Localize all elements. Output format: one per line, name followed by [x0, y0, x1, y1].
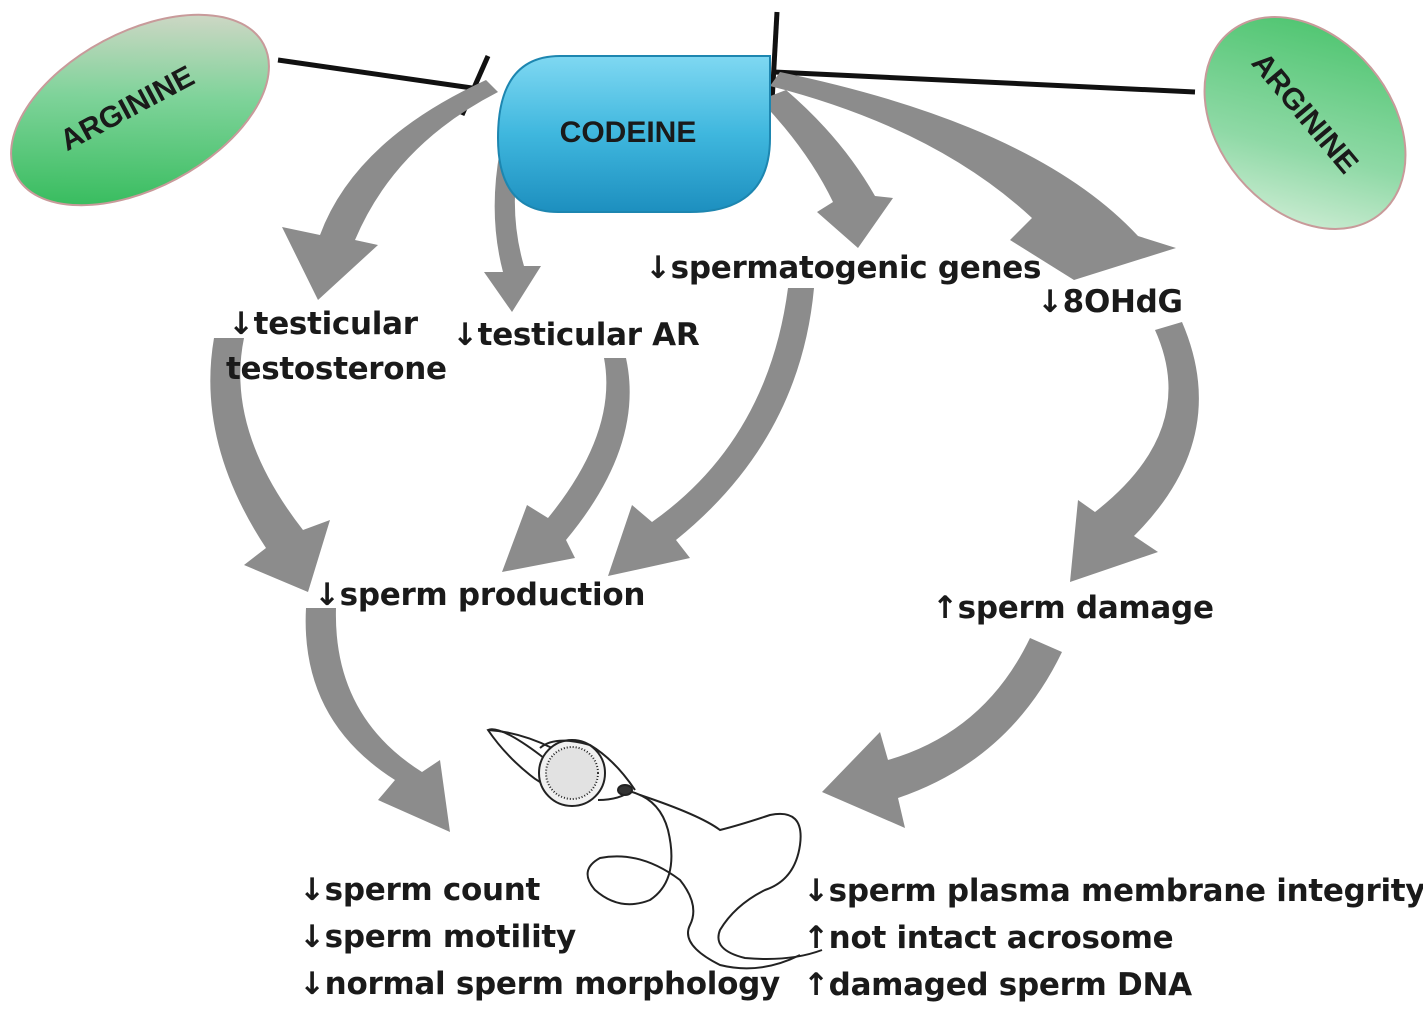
- arrow-ar-to-production: [502, 358, 630, 572]
- arrow-codeine-to-genes: [760, 90, 893, 248]
- arrow-genes-to-production: [608, 288, 814, 576]
- outcome-right-2: ↑not intact acrosome: [803, 920, 1174, 956]
- arrow-testosterone-to-production: [210, 338, 330, 592]
- label-sperm-production: ↓sperm production: [314, 577, 646, 613]
- outcome-left-3: ↓normal sperm morphology: [299, 966, 780, 1002]
- label-spermatogenic-genes: ↓spermatogenic genes: [645, 250, 1042, 286]
- label-testicular-testosterone-1: ↓testicular: [228, 306, 418, 342]
- codeine-label: CODEINE: [560, 116, 697, 149]
- outcome-left-1: ↓sperm count: [299, 872, 541, 908]
- inhibition-right: [769, 11, 1196, 103]
- arginine-right-node: ARGININE: [1203, 16, 1407, 230]
- outcome-right-3: ↑damaged sperm DNA: [803, 967, 1192, 1003]
- arrow-codeine-to-testosterone: [282, 80, 498, 300]
- arrow-codeine-to-ohdg: [770, 72, 1176, 280]
- arrows: [210, 72, 1199, 832]
- arrow-production-to-sperm: [305, 608, 450, 832]
- label-testicular-ar: ↓testicular AR: [452, 317, 700, 353]
- arrow-ohdg-to-damage: [1070, 322, 1199, 582]
- label-8ohdg: ↓8OHdG: [1037, 284, 1183, 320]
- arginine-left-node: ARGININE: [10, 13, 270, 207]
- outcome-right-1: ↓sperm plasma membrane integrity: [803, 873, 1423, 909]
- label-sperm-damage: ↑sperm damage: [932, 590, 1214, 626]
- arrow-damage-to-sperm: [822, 638, 1062, 828]
- label-testicular-testosterone-2: testosterone: [226, 351, 447, 387]
- arrow-codeine-to-ar: [484, 150, 541, 312]
- sperm-cell-icon: [486, 728, 823, 970]
- codeine-node: CODEINE: [496, 55, 771, 213]
- outcome-left-2: ↓sperm motility: [299, 919, 576, 955]
